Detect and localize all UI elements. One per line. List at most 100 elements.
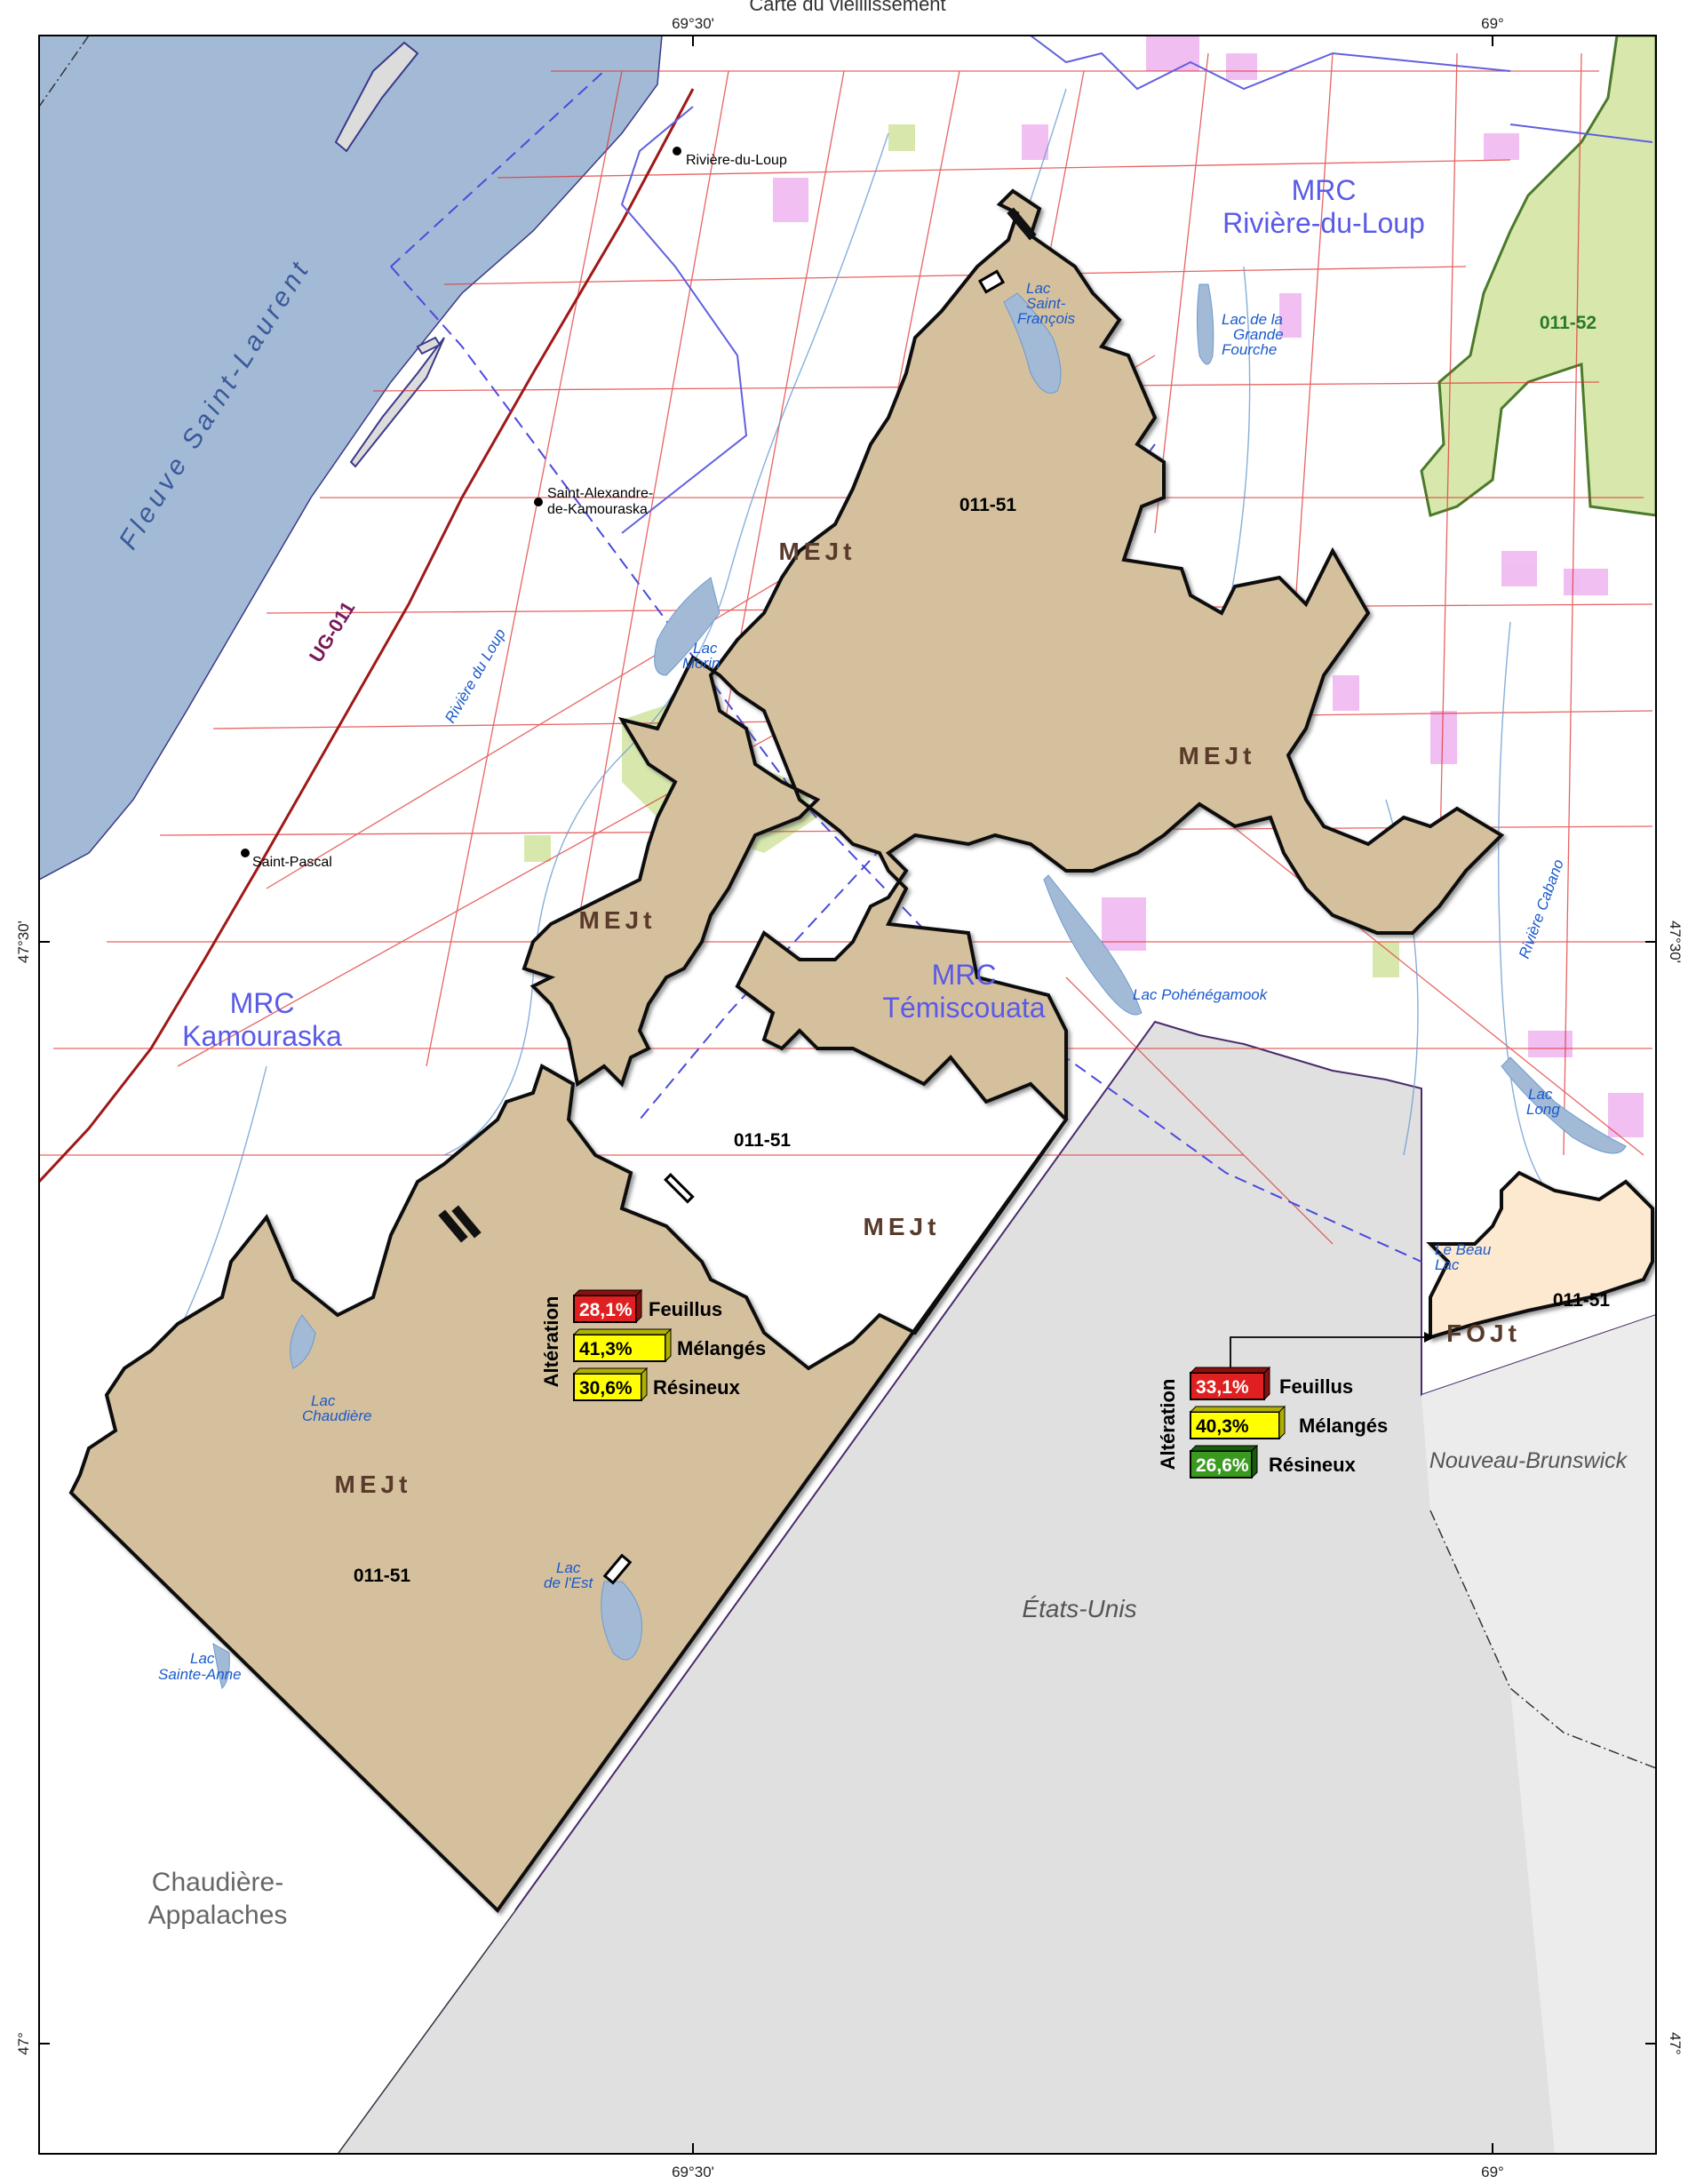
bottom-lon-1: 69°30' — [672, 2164, 714, 2180]
town-dot — [673, 147, 681, 155]
lake-long — [1501, 1056, 1627, 1154]
town-dot — [241, 849, 250, 857]
mejt-label: MEJt — [579, 906, 657, 934]
map-title: Carte du vieillissement — [749, 0, 945, 15]
nb-label: Nouveau-Brunswick — [1429, 1448, 1628, 1473]
feuillus-bar — [1190, 1372, 1265, 1400]
legend-fojt: Altération 33,1% Feuillus 40,3% Mélangés… — [1157, 1366, 1388, 1479]
lac-long-1: Lac — [1528, 1086, 1553, 1103]
left-lat-2: 47° — [15, 2032, 32, 2055]
feuillus-value: 28,1% — [579, 1300, 633, 1320]
unit-011-52-area — [1420, 36, 1656, 517]
mrc-kam-line1: MRC — [230, 987, 295, 1019]
coordinate-labels: 69°30' 69° 69°30' 69° 47°30' 47° 47°30' … — [15, 15, 1684, 2180]
fojt-callout-arrow — [1424, 1332, 1435, 1343]
lac-chaudiere-1: Lac — [311, 1392, 336, 1409]
melanges-label: Mélangés — [1299, 1415, 1388, 1437]
stand-type-labels: MEJt MEJt MEJt MEJt MEJt FOJt — [335, 538, 1521, 1498]
chaudiere-line2: Appalaches — [148, 1901, 288, 1930]
town-stalex-2: de-Kamouraska — [547, 502, 648, 517]
island — [416, 336, 442, 355]
le-beau-lac-1: Le Beau — [1435, 1241, 1492, 1258]
unit-label: 011-51 — [354, 1566, 411, 1586]
mrc-tem-line2: Témiscouata — [882, 992, 1045, 1024]
fojt-label: FOJt — [1446, 1319, 1521, 1347]
unit-label-52: 011-52 — [1540, 313, 1596, 333]
unit-label: 011-51 — [959, 495, 1017, 515]
resineux-label: Résineux — [1269, 1454, 1357, 1476]
lake-grande-fourche — [1197, 283, 1214, 365]
lake-chaudiere — [290, 1314, 316, 1369]
feuillus-value: 33,1% — [1196, 1377, 1249, 1398]
le-beau-lac-2: Lac — [1435, 1256, 1460, 1273]
nb-territory — [1421, 1315, 1656, 2154]
lac-est-1: Lac — [556, 1559, 581, 1576]
bottom-lon-2: 69° — [1481, 2164, 1504, 2180]
unit-labels: 011-51 011-51 011-51 011-51 011-52 — [354, 313, 1611, 1586]
mrc-kam-line2: Kamouraska — [182, 1020, 342, 1052]
small-blocks — [438, 207, 1037, 1243]
us-territory — [336, 1020, 1656, 2154]
st-lawrence-river — [39, 36, 663, 881]
lac-gf-3: Fourche — [1222, 341, 1277, 358]
etats-unis-label: États-Unis — [1022, 1595, 1136, 1622]
lake-morin — [654, 577, 721, 676]
nb-boundary — [1429, 1510, 1656, 1769]
legend-title: Altération — [540, 1296, 562, 1388]
town-stalex-1: Saint-Alexandre- — [547, 486, 653, 501]
lac-ste-anne-2: Sainte-Anne — [158, 1666, 242, 1683]
chaudiere-boundary — [337, 1909, 516, 2154]
lac-ste-anne-1: Lac — [190, 1650, 215, 1667]
lac-pohenegamook: Lac Pohénégamook — [1133, 986, 1269, 1003]
top-lon-2: 69° — [1481, 15, 1504, 32]
town-stpascal: Saint-Pascal — [252, 855, 332, 870]
left-lat-1: 47°30' — [15, 921, 32, 963]
right-lat-1: 47°30' — [1667, 921, 1684, 963]
feuillus-bar — [573, 1295, 637, 1323]
mejt-label: MEJt — [335, 1471, 412, 1498]
melanges-bar — [1190, 1411, 1280, 1439]
lac-stfrancois-1: Lac — [1026, 280, 1051, 297]
chaudiere-territory — [39, 1448, 515, 2154]
island — [349, 337, 445, 468]
melanges-value: 40,3% — [1196, 1416, 1249, 1437]
lac-stfrancois-2: Saint- — [1026, 295, 1066, 312]
top-lon-1: 69°30' — [672, 15, 714, 32]
legend-title: Altération — [1157, 1379, 1179, 1471]
fojt-callout-line — [1230, 1336, 1435, 1382]
mejt-label: MEJt — [1179, 742, 1256, 769]
unit-label: 011-51 — [1553, 1290, 1611, 1311]
mejt-label: MEJt — [864, 1213, 941, 1240]
lac-est-2: de l'Est — [544, 1574, 593, 1591]
forest-polygon-fojt — [1426, 1170, 1654, 1340]
melanges-bar — [573, 1334, 666, 1362]
lac-morin-1: Lac — [693, 640, 718, 657]
lac-long-2: Long — [1526, 1101, 1560, 1118]
melanges-label: Mélangés — [677, 1337, 766, 1359]
lake-sainte-anne — [212, 1643, 230, 1689]
white-cutouts — [602, 269, 1006, 1585]
lake-pohenegamook — [1043, 874, 1143, 1016]
town-rdl: Rivière-du-Loup — [686, 153, 787, 168]
forest-polygon-mejt — [68, 188, 1505, 1914]
mrc-rdl-line2: Rivière-du-Loup — [1222, 207, 1425, 239]
melanges-value: 41,3% — [579, 1339, 633, 1359]
town-dot — [534, 498, 543, 506]
legend-mejt: Altération 28,1% Feuillus 41,3% Mélangés… — [540, 1288, 766, 1402]
feuillus-label: Feuillus — [649, 1298, 722, 1320]
resineux-value: 30,6% — [579, 1378, 633, 1399]
provincial-boundary — [39, 36, 90, 108]
lac-chaudiere-2: Chaudière — [302, 1407, 371, 1424]
lac-gf-2: Grande — [1233, 326, 1284, 343]
map-frame — [38, 35, 1657, 2155]
mrc-tem-line1: MRC — [932, 959, 997, 991]
lakes — [212, 283, 1627, 1689]
right-lat-2: 47° — [1667, 2032, 1684, 2055]
lake-saint-francois — [1003, 292, 1062, 394]
mrc-boundaries — [620, 36, 1653, 534]
highway-20 — [39, 88, 695, 1184]
lac-stfrancois-3: François — [1017, 310, 1076, 327]
unit-label: 011-51 — [734, 1130, 792, 1151]
lake-de-l-est — [601, 1581, 642, 1661]
mrc-rdl-line1: MRC — [1292, 174, 1357, 206]
